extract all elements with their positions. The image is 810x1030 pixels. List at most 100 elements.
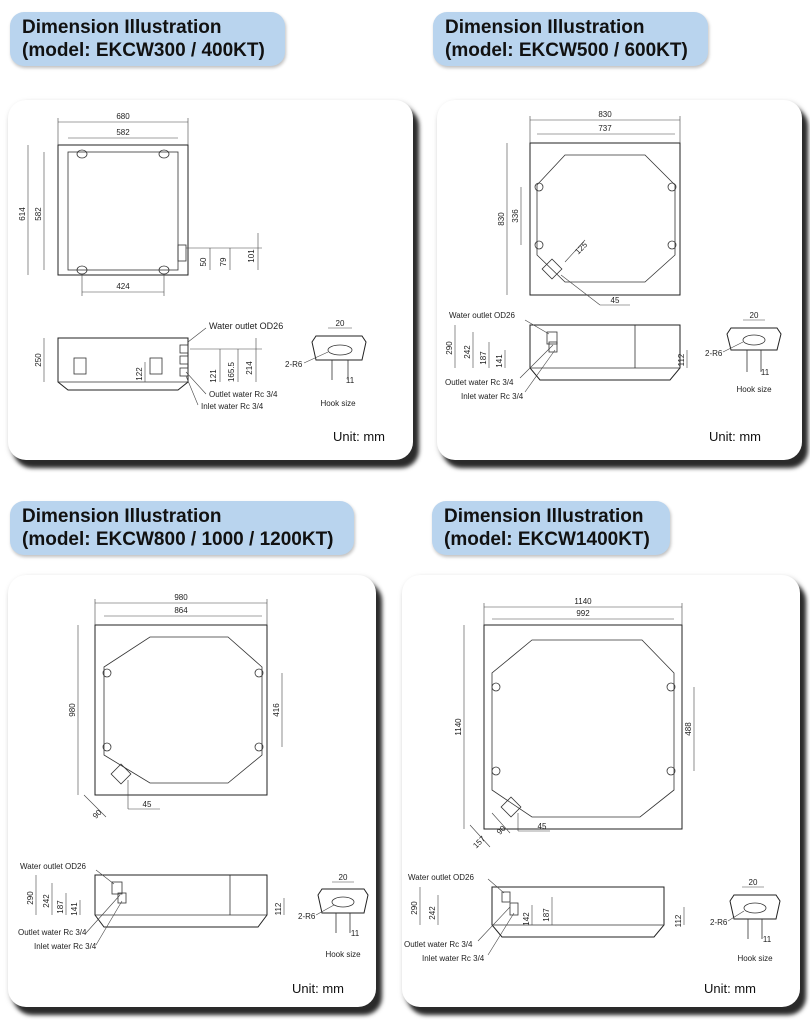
dim-122: 122	[135, 367, 144, 381]
dim-1140-v: 1140	[454, 718, 463, 736]
label-water-outlet: Water outlet OD26	[408, 873, 475, 882]
hook-detail: 20 2-R6 11 Hook size	[298, 873, 369, 959]
dim-101: 101	[247, 249, 256, 263]
dim-830: 830	[598, 110, 612, 119]
hook-label: 2-R6	[298, 912, 316, 921]
dim-250: 250	[34, 353, 43, 367]
dim-187: 187	[542, 908, 551, 922]
dim-50: 50	[199, 257, 208, 266]
dim-165: 165.5	[227, 361, 236, 382]
panel-card	[8, 100, 413, 460]
label-outlet-water: Outlet water Rc 3/4	[209, 390, 278, 399]
dim-214: 214	[245, 361, 254, 375]
dim-830-v: 830	[497, 212, 506, 226]
dim-125: 125	[573, 240, 589, 256]
hook-width: 20	[750, 311, 759, 320]
side-view: 290 242 187 141 112 Water outlet OD26 Ou…	[18, 862, 285, 951]
dim-45: 45	[611, 296, 620, 305]
label-outlet-water: Outlet water Rc 3/4	[445, 378, 514, 387]
dim-242: 242	[428, 906, 437, 920]
dim-864: 864	[174, 606, 188, 615]
dim-980-v: 980	[68, 703, 77, 717]
drawing-ekcw500-600: 830 737 830 336 125 45 290 242 187	[445, 110, 782, 401]
side-view: 290 242 187 141 112 Water outlet OD26 Ou…	[445, 311, 688, 401]
drawing-ekcw1400: 1140 992 1140 488 90 157 45 290 242 14	[404, 597, 781, 963]
hook-label: 2-R6	[705, 349, 723, 358]
panel-title-tab: Dimension Illustration (model: EKCW500 /…	[433, 12, 708, 66]
dim-242: 242	[463, 345, 472, 359]
panel-title-line2: (model: EKCW300 / 400KT)	[22, 40, 265, 61]
dim-157: 157	[471, 834, 487, 850]
hook-caption: Hook size	[737, 954, 773, 963]
label-water-outlet: Water outlet OD26	[449, 311, 516, 320]
panel-card	[8, 575, 376, 1007]
panel-ekcw1400: Dimension Illustration (model: EKCW1400K…	[392, 495, 810, 1030]
panel-card	[437, 100, 802, 460]
dim-112: 112	[674, 914, 683, 927]
dim-187: 187	[56, 900, 65, 914]
dim-980: 980	[174, 593, 188, 602]
panel-title-line1: Dimension Illustration	[22, 506, 222, 527]
panel-card	[402, 575, 800, 1007]
label-outlet-water: Outlet water Rc 3/4	[18, 928, 87, 937]
drawing-ekcw800-1200: 980 864 980 416 90 45 290 242 187	[18, 593, 369, 959]
dim-1140: 1140	[574, 597, 592, 606]
dim-488: 488	[684, 722, 693, 736]
dim-112: 112	[274, 902, 283, 915]
unit-label: Unit: mm	[704, 981, 756, 996]
dim-416: 416	[272, 703, 281, 717]
panel-title-tab: Dimension Illustration (model: EKCW1400K…	[432, 501, 670, 555]
label-inlet-water: Inlet water Rc 3/4	[201, 402, 264, 411]
label-inlet-water: Inlet water Rc 3/4	[461, 392, 524, 401]
dim-112: 112	[677, 353, 686, 366]
label-water-outlet: Water outlet OD26	[20, 862, 87, 871]
top-view: 830 737 830 336 125 45	[497, 110, 681, 306]
dim-79: 79	[219, 257, 228, 266]
panel-ekcw300-400: Dimension Illustration (model: EKCW300 /…	[0, 0, 415, 470]
dim-582-v: 582	[34, 207, 43, 221]
hook-dim: 11	[761, 368, 770, 377]
dim-45: 45	[538, 822, 547, 831]
panel-title-line1: Dimension Illustration	[445, 17, 645, 38]
dim-242: 242	[42, 894, 51, 908]
dim-290: 290	[445, 341, 454, 355]
label-inlet-water: Inlet water Rc 3/4	[422, 954, 485, 963]
top-view: 980 864 980 416 90 45	[68, 593, 283, 821]
hook-dim: 11	[763, 935, 772, 944]
panel-title-line2: (model: EKCW800 / 1000 / 1200KT)	[22, 529, 334, 550]
hook-label: 2-R6	[710, 918, 728, 927]
top-view: 680 582 614 582 424 50 79 101	[18, 112, 262, 296]
dim-582: 582	[116, 128, 130, 137]
hook-detail: 20 2-R6 11 Hook size	[710, 878, 781, 963]
dim-336: 336	[511, 209, 520, 223]
dim-737: 737	[598, 124, 612, 133]
hook-width: 20	[336, 319, 345, 328]
panel-title-line2: (model: EKCW500 / 600KT)	[445, 40, 688, 61]
panel-ekcw500-600: Dimension Illustration (model: EKCW500 /…	[425, 0, 810, 470]
label-outlet-water: Outlet water Rc 3/4	[404, 940, 473, 949]
hook-width: 20	[339, 873, 348, 882]
panel-title-line2: (model: EKCW1400KT)	[444, 529, 650, 550]
dim-290: 290	[26, 891, 35, 905]
hook-caption: Hook size	[320, 399, 356, 408]
hook-width: 20	[749, 878, 758, 887]
dim-141: 141	[495, 354, 504, 368]
hook-caption: Hook size	[736, 385, 772, 394]
dim-614: 614	[18, 207, 27, 221]
dim-992: 992	[576, 609, 590, 618]
hook-dim: 11	[351, 929, 360, 938]
dim-424: 424	[116, 282, 130, 291]
dim-141: 141	[70, 902, 79, 916]
unit-label: Unit: mm	[709, 429, 761, 444]
dim-142: 142	[522, 912, 531, 926]
label-inlet-water: Inlet water Rc 3/4	[34, 942, 97, 951]
side-view: 250 122 121 165.5 214 Water outlet OD26 …	[34, 321, 283, 411]
unit-label: Unit: mm	[333, 429, 385, 444]
panel-title-line1: Dimension Illustration	[444, 506, 644, 527]
dim-90: 90	[91, 808, 104, 821]
panel-ekcw800-1200: Dimension Illustration (model: EKCW800 /…	[0, 495, 385, 1030]
dim-187: 187	[479, 351, 488, 365]
panel-title-tab: Dimension Illustration (model: EKCW800 /…	[10, 501, 354, 555]
hook-dim: 11	[346, 376, 355, 385]
side-view: 290 242 142 187 112 Water outlet OD26 Ou…	[404, 873, 685, 963]
